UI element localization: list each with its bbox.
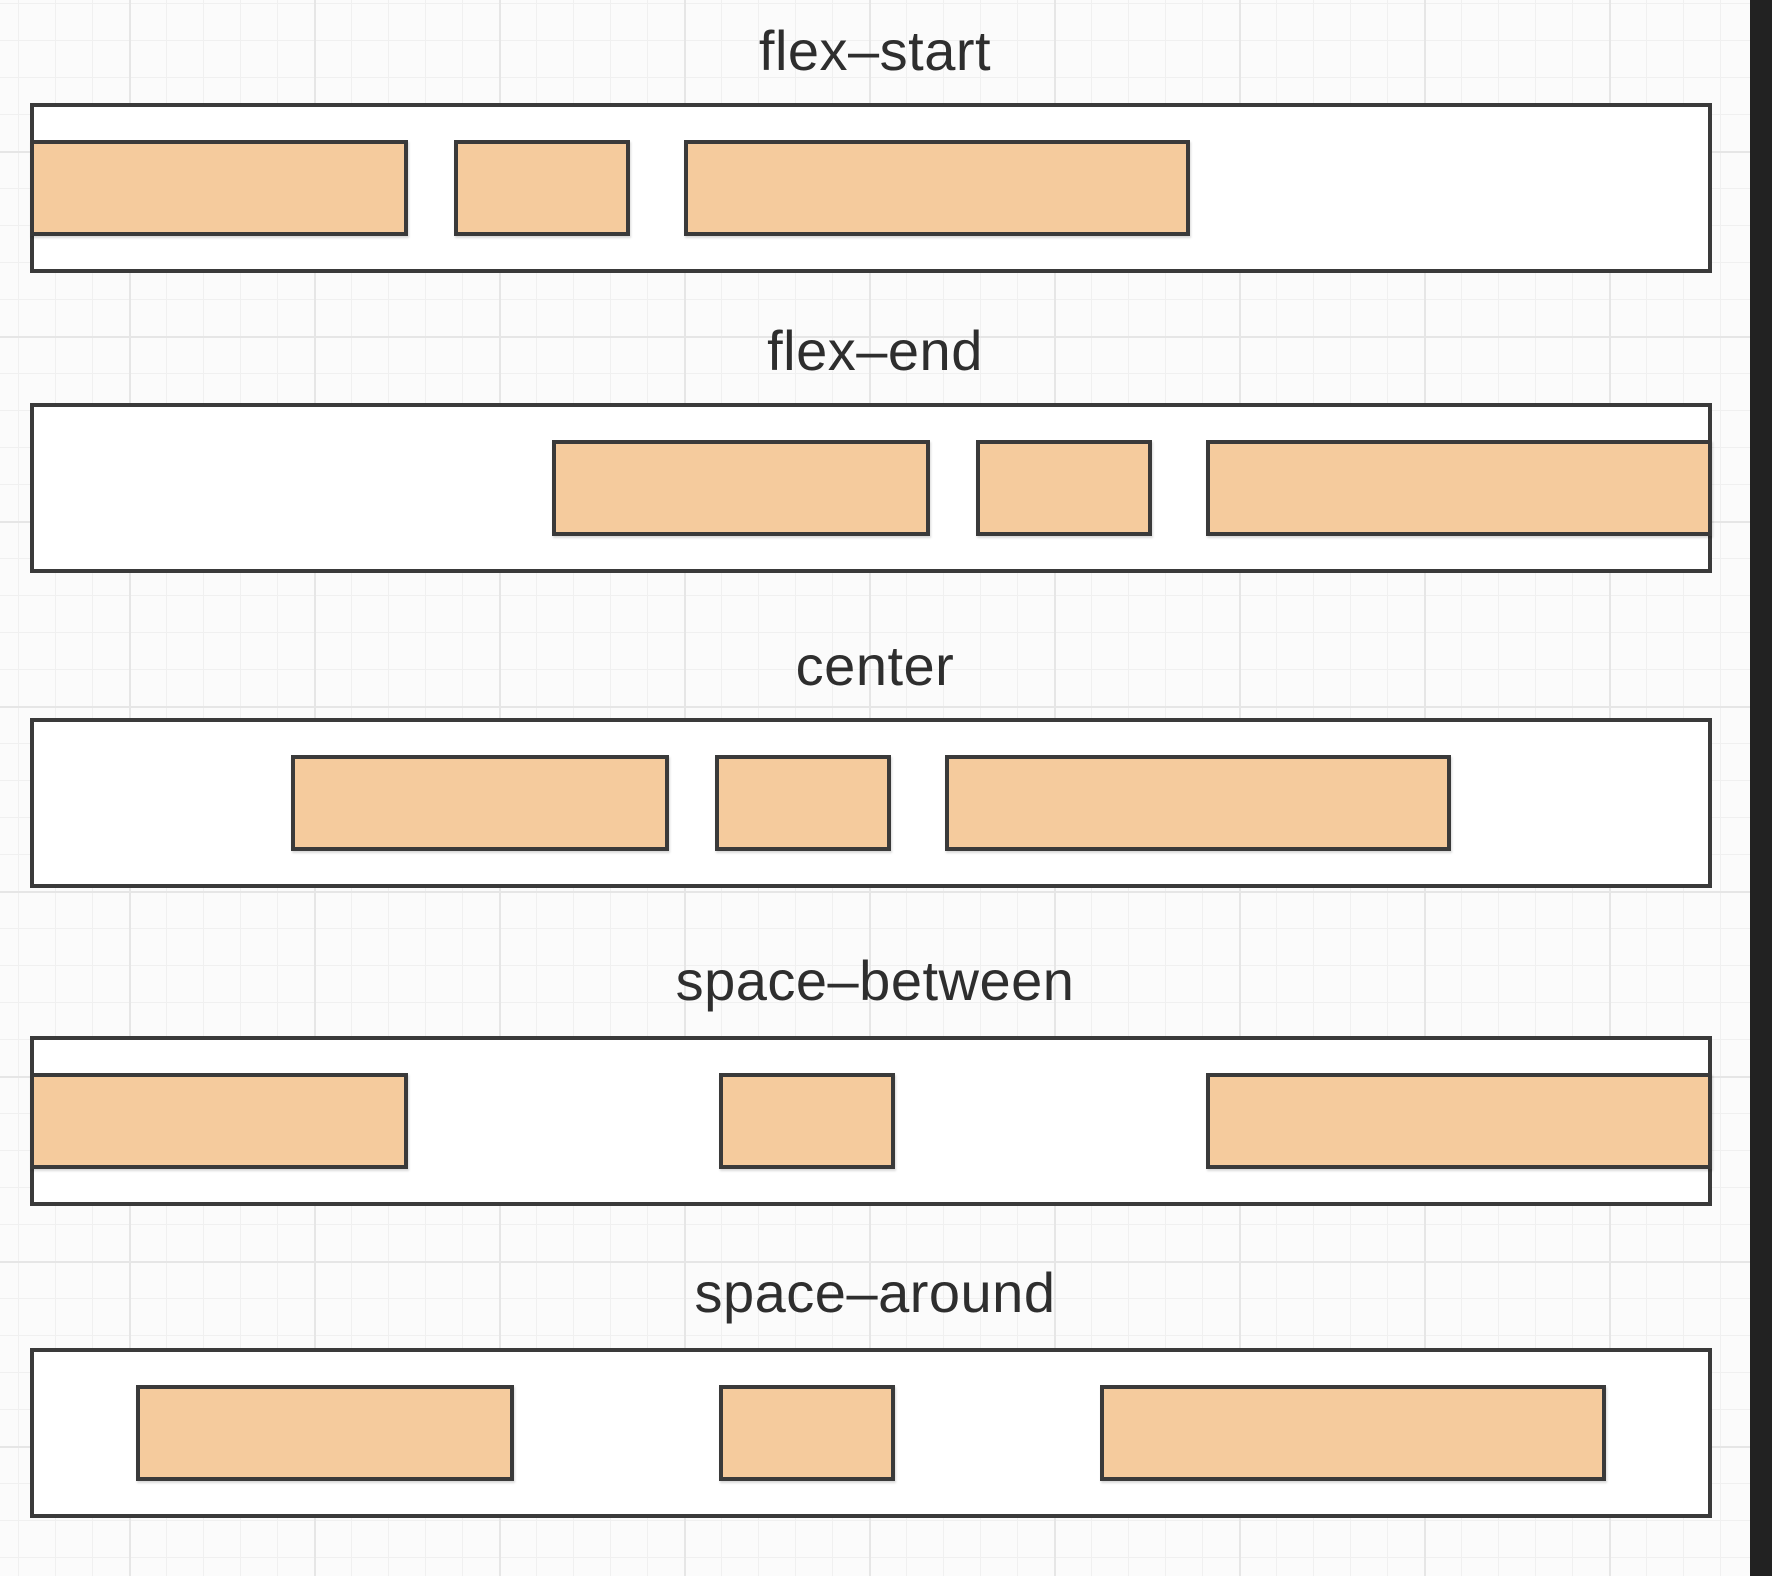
flex-item-1 — [291, 755, 669, 851]
row-label-center: center — [795, 634, 955, 697]
flex-item-3 — [684, 140, 1190, 236]
flex-item-1 — [30, 1073, 408, 1169]
flex-container-space-around — [30, 1348, 1712, 1518]
flex-item-3 — [1206, 440, 1712, 536]
flex-item-3 — [945, 755, 1451, 851]
flex-item-2 — [718, 1385, 895, 1481]
flex-container-center — [30, 718, 1712, 888]
flex-container-flex-end — [30, 403, 1712, 573]
row-label-space-between: space–between — [675, 949, 1075, 1012]
flex-container-space-between — [30, 1036, 1712, 1206]
right-edge-strip — [1750, 0, 1772, 1576]
flex-item-2 — [454, 140, 630, 236]
flex-item-1 — [136, 1385, 515, 1481]
flex-item-2 — [715, 755, 891, 851]
flex-container-flex-start — [30, 103, 1712, 273]
flex-item-3 — [1099, 1385, 1606, 1481]
flex-item-1 — [30, 140, 408, 236]
row-label-flex-start: flex–start — [758, 19, 992, 82]
row-label-space-around: space–around — [694, 1261, 1056, 1324]
flex-item-1 — [552, 440, 930, 536]
flex-item-2 — [976, 440, 1152, 536]
flex-item-3 — [1206, 1073, 1712, 1169]
flex-item-2 — [719, 1073, 895, 1169]
row-label-flex-end: flex–end — [767, 319, 983, 382]
